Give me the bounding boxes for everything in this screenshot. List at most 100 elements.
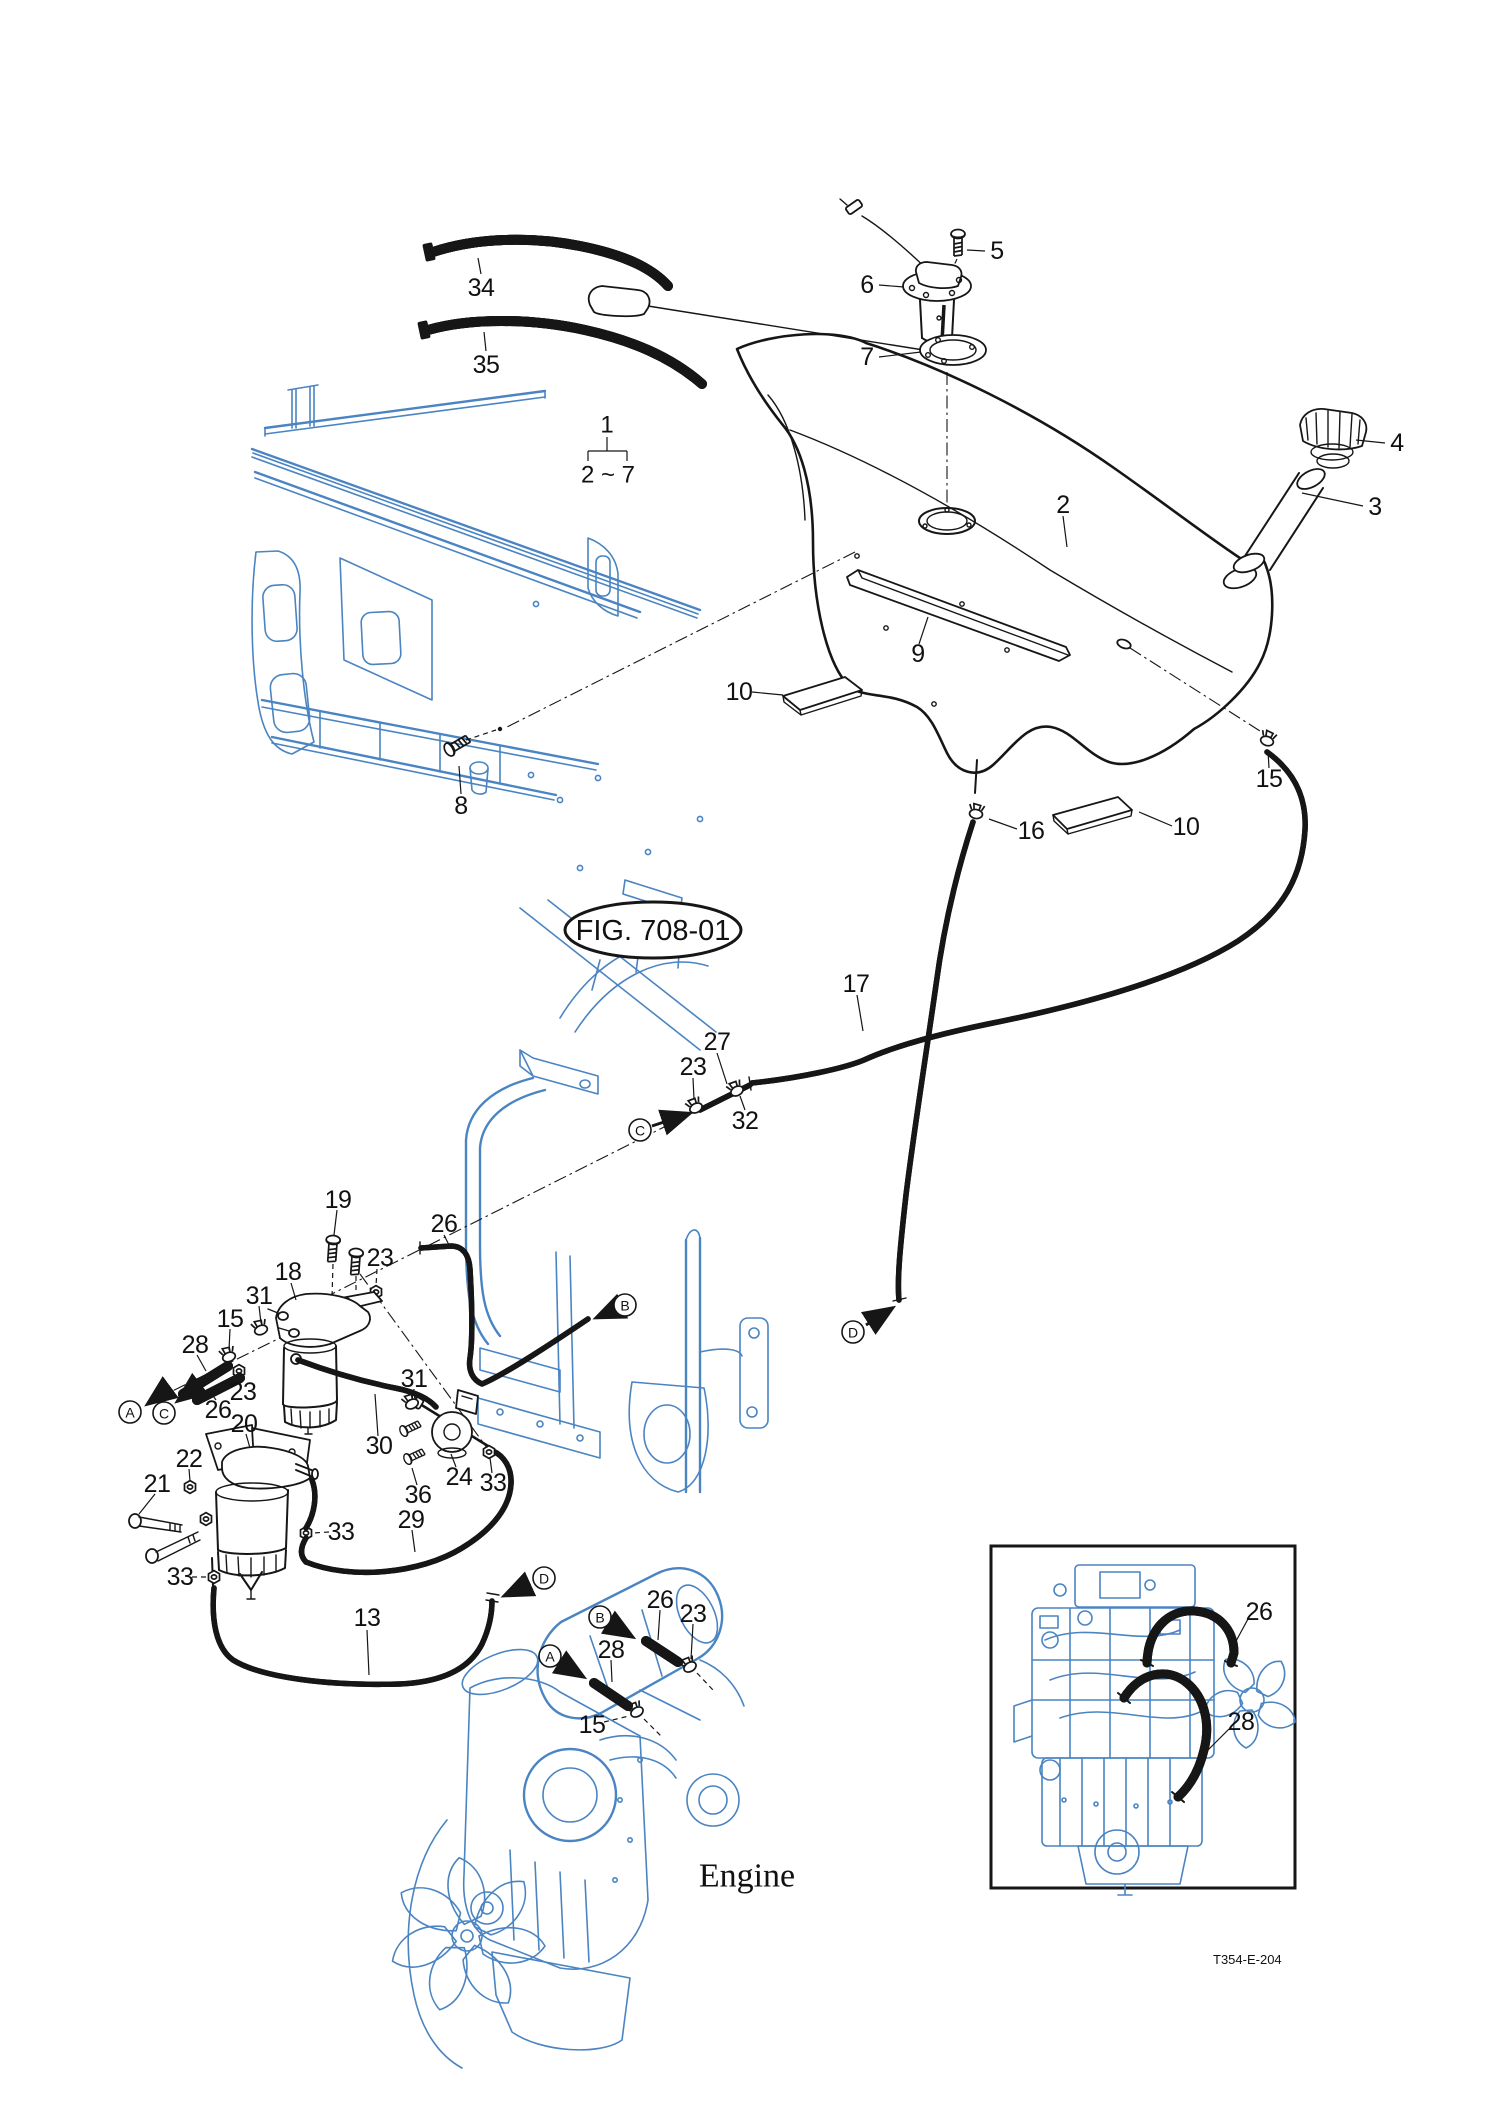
sender-gasket-7	[919, 334, 987, 504]
part-label-7-4: 7	[860, 343, 873, 371]
hose-clip-23-frame	[683, 1094, 706, 1117]
fuel-cap-4	[1299, 408, 1368, 469]
svg-text:A: A	[125, 1405, 135, 1421]
tank-pad-right	[1052, 796, 1133, 835]
part-label-29-35: 29	[398, 1506, 425, 1534]
ref-circle-B-1: B	[613, 1293, 637, 1317]
arrow-to-c-filter	[174, 1372, 209, 1404]
clip-15-filter	[217, 1344, 239, 1365]
part-label-27-15: 27	[704, 1028, 731, 1056]
part-label-32-17: 32	[732, 1107, 759, 1135]
part-label-23-16: 23	[680, 1053, 707, 1081]
bolt-23-filter	[346, 1247, 365, 1277]
tank-strip-9	[846, 569, 1071, 662]
part-label-31-30: 31	[401, 1365, 428, 1393]
svg-text:D: D	[539, 1571, 549, 1587]
fuel-hose-29	[303, 1448, 511, 1572]
arrow-to-a-filter	[144, 1376, 179, 1407]
part-label-16-12: 16	[1018, 817, 1045, 845]
engine-connection-parts	[551, 1610, 714, 1737]
part-label-17-14: 17	[843, 970, 870, 998]
part-label-23-25: 23	[230, 1378, 257, 1406]
arrow-from-b-engine	[600, 1610, 637, 1640]
svg-text:D: D	[848, 1325, 858, 1341]
svg-text:B: B	[620, 1298, 629, 1314]
fuel-hose-to-d	[892, 819, 976, 1303]
arrow-to-d-hose13	[500, 1571, 537, 1598]
fuel-pump-assembly-24	[397, 1389, 496, 1467]
part-label-5-2: 5	[990, 237, 1003, 265]
part-label-10-13: 10	[1173, 813, 1200, 841]
arrow-to-b-hose26	[592, 1293, 629, 1320]
ref-circle-C-3: C	[152, 1401, 176, 1425]
part-label-28-24: 28	[182, 1331, 209, 1359]
water-separator-assembly-20	[128, 1424, 319, 1600]
hose-clip-16	[967, 802, 986, 821]
svg-text:C: C	[635, 1123, 645, 1139]
filler-neck-3	[1222, 468, 1326, 590]
part-label-8-10: 8	[454, 792, 467, 820]
part-label-15-42: 15	[579, 1711, 606, 1739]
part-label-10-9: 10	[726, 678, 753, 706]
part-label-36-33: 36	[405, 1481, 432, 1509]
svg-text:A: A	[545, 1649, 555, 1665]
part-label-6-3: 6	[860, 271, 873, 299]
inset-engine-drawing	[1013, 1564, 1296, 1896]
fuel-sender-unit	[587, 198, 972, 361]
part-label-13-38: 13	[354, 1604, 381, 1632]
ref-circle-B-6: B	[588, 1605, 612, 1629]
part-label-24-32: 24	[446, 1463, 473, 1491]
arrow-to-c-frame	[651, 1109, 694, 1136]
part-label-15-23: 15	[217, 1305, 244, 1333]
fuel-hose-17	[748, 749, 1305, 1091]
clip-23-engine	[677, 1653, 700, 1676]
ref-circle-D-4: D	[841, 1320, 865, 1344]
bolt-19	[323, 1234, 342, 1264]
tank-pad-left	[782, 676, 863, 716]
part-label-23-20: 23	[367, 1244, 394, 1272]
ref-circle-C-0: C	[628, 1118, 652, 1142]
nut-33-pump	[482, 1444, 496, 1460]
svg-text:B: B	[595, 1610, 604, 1626]
part-label-23-40: 23	[680, 1600, 707, 1628]
part-label-33-37: 33	[167, 1563, 194, 1591]
chassis-reference-drawing	[250, 384, 717, 1051]
clip-31-filter	[249, 1317, 271, 1338]
assembly-group-callout: 1 2 ~ 7	[581, 412, 635, 489]
arrow-from-a-engine	[551, 1650, 588, 1680]
part-label-3-6: 3	[1368, 493, 1381, 521]
fuel-pipe-28-engine	[589, 1678, 633, 1711]
part-label-26-39: 26	[647, 1586, 674, 1614]
part-label-26-43: 26	[1246, 1598, 1273, 1626]
arrow-to-d-tank-hose	[860, 1305, 897, 1335]
bolt-36-b	[401, 1445, 427, 1467]
part-label-28-44: 28	[1228, 1708, 1255, 1736]
ref-circle-A-2: A	[118, 1400, 142, 1424]
leader-lines	[138, 249, 1386, 1752]
part-label-18-21: 18	[275, 1258, 302, 1286]
inset-engine-box	[989, 1544, 1297, 1896]
part-label-26-19: 26	[431, 1210, 458, 1238]
part-label-19-18: 19	[325, 1186, 352, 1214]
figure-reference-callout[interactable]: FIG. 708-01	[563, 900, 743, 960]
breather-hose-35	[417, 320, 707, 389]
part-label-28-41: 28	[598, 1636, 625, 1664]
part-label-35-1: 35	[473, 351, 500, 379]
ref-circle-D-5: D	[532, 1566, 556, 1590]
fuel-hose-13	[213, 1585, 500, 1684]
nut-22	[183, 1479, 197, 1495]
drawing-code: T354-E-204	[1213, 1952, 1282, 1967]
sender-screw-5	[950, 228, 966, 257]
fuel-filter-assembly-18	[145, 1234, 491, 1453]
figure-reference-text: FIG. 708-01	[576, 915, 731, 947]
fuel-tank	[504, 332, 1274, 774]
part-label-30-31: 30	[366, 1432, 393, 1460]
fuel-hose-26-long	[418, 1241, 591, 1387]
tank-mount-bolt-8	[441, 726, 503, 759]
fuel-pipe-26-engine	[641, 1636, 683, 1667]
part-label-33-34: 33	[480, 1469, 507, 1497]
engine-fan	[391, 1856, 546, 2011]
assembly-group-range: 2 ~ 7	[581, 462, 635, 489]
